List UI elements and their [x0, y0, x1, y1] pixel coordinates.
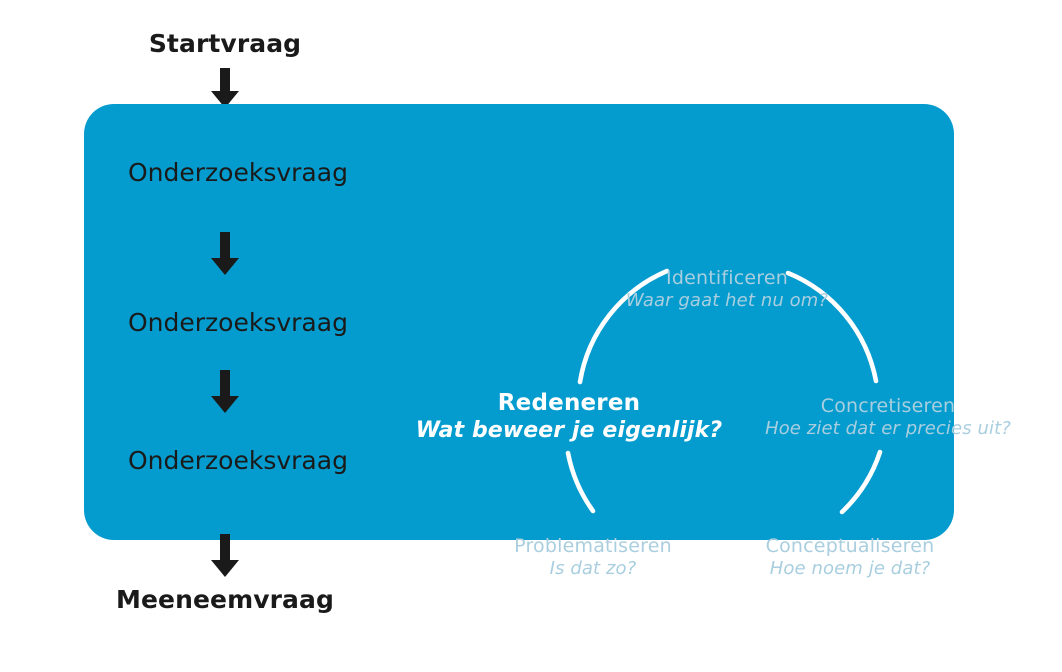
stage-label-1: Onderzoeksvraag — [128, 158, 348, 187]
cycle-node-problematiseren: Problematiseren Is dat zo? — [514, 535, 672, 579]
cycle-node-redeneren: Redeneren Wat beweer je eigenlijk? — [416, 390, 722, 444]
arrow-head — [211, 396, 239, 413]
reasoning-cycle: Identificeren Waar gaat het nu om? Concr… — [416, 154, 1011, 579]
node-title: Concretiseren — [820, 394, 956, 417]
stage-label-2: Onderzoeksvraag — [128, 308, 348, 337]
cycle-ring-arcs — [565, 268, 883, 515]
node-subtitle: Hoe noem je dat? — [769, 557, 931, 579]
cycle-node-conceptualiseren: Conceptualiseren Hoe noem je dat? — [766, 535, 935, 579]
cycle-node-identificeren: Identificeren Waar gaat het nu om? — [626, 267, 828, 311]
stage-label-3: Onderzoeksvraag — [128, 446, 348, 475]
arrow-shaft — [220, 370, 230, 398]
arrow-shaft — [220, 68, 230, 93]
start-question-label: Startvraag — [148, 29, 302, 58]
cycle-node-concretiseren: Concretiseren Hoe ziet dat er precies ui… — [765, 395, 1011, 439]
node-title: Redeneren — [497, 390, 641, 417]
arrow-stage2-to-stage3 — [211, 370, 239, 415]
node-title: Identificeren — [666, 266, 788, 289]
blue-panel: Onderzoeksvraag Onderzoeksvraag Onderzoe… — [84, 104, 1011, 579]
arrow-shaft — [220, 232, 230, 260]
node-subtitle: Waar gaat het nu om? — [625, 289, 829, 311]
node-title: Problematiseren — [514, 534, 672, 557]
arrow-panel-to-end — [211, 534, 239, 579]
end-question-label: Meeneemvraag — [115, 585, 334, 614]
arrow-head — [211, 91, 239, 108]
arrow-start-to-panel — [211, 68, 239, 108]
arrow-head — [211, 560, 239, 577]
arrow-head — [211, 258, 239, 275]
arc-redeneren-identificeren — [577, 268, 670, 385]
arc-concretiseren-conceptualiseren — [839, 449, 883, 515]
node-title: Conceptualiseren — [765, 534, 935, 557]
arc-identificeren-concretiseren — [785, 270, 879, 384]
node-subtitle: Hoe ziet dat er precies uit? — [765, 417, 1011, 439]
node-subtitle: Wat beweer je eigenlijk? — [415, 417, 723, 443]
arrow-stage1-to-stage2 — [211, 232, 239, 277]
arc-problematiseren-redeneren — [565, 450, 596, 514]
node-subtitle: Is dat zo? — [549, 557, 637, 579]
arrow-shaft — [220, 534, 230, 562]
